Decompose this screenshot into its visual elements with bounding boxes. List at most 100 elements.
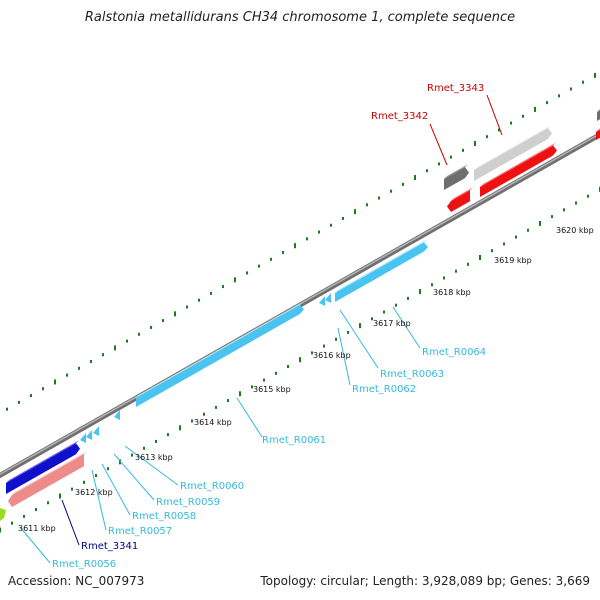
tick-dot-inner (323, 344, 325, 348)
gene-label-rmet-r0056[interactable]: Rmet_R0056 (52, 559, 116, 570)
feature-rmet-3342-grey[interactable] (444, 164, 469, 190)
tick-dot-inner (455, 269, 457, 273)
feature-edge-grey[interactable] (597, 104, 600, 121)
kbp-label-3611: 3611 kbp (18, 524, 56, 533)
feature-rmet-3343-grey-bevel (474, 124, 551, 170)
tick-dot-outer (462, 148, 464, 152)
tick-dot-inner (95, 474, 97, 478)
feature-green-edge[interactable] (0, 508, 6, 521)
tick-dot-inner (203, 412, 205, 416)
gene-label-rmet-r0058[interactable]: Rmet_R0058 (132, 511, 196, 522)
tick-dot-outer (246, 271, 248, 275)
tick-dot-inner (227, 399, 229, 403)
feature-rmet-r0061[interactable] (136, 301, 304, 407)
feature-rmet-3343-grey[interactable] (474, 124, 552, 181)
tick-dot-inner (527, 228, 529, 232)
tick-dot-inner (107, 467, 109, 471)
feature-rmet-3343-red[interactable] (480, 142, 557, 197)
kbp-label-3613: 3613 kbp (135, 453, 173, 462)
feature-rmet-3342-red-body (447, 190, 470, 212)
feature-edge-red[interactable] (596, 124, 600, 140)
tick-dot-inner (479, 255, 481, 261)
tick-dot-outer (342, 216, 344, 220)
feature-rmet-r0064[interactable] (335, 239, 428, 302)
tick-dot-inner (167, 433, 169, 437)
feature-rmet-r0056-band[interactable] (8, 451, 87, 507)
tick-dot-inner (491, 249, 493, 253)
gene-label-rmet-r0060[interactable]: Rmet_R0060 (180, 481, 244, 492)
feature-edge-grey-body (597, 110, 600, 121)
tick-dot-outer (150, 325, 152, 329)
tick-dot-inner (47, 501, 49, 505)
tick-dot-inner (251, 385, 253, 389)
feature-edge-red-body (596, 129, 600, 140)
feature-rmet-r0060[interactable] (114, 410, 120, 420)
tick-dot-inner (551, 215, 553, 219)
leader-rmet-3343 (486, 94, 503, 136)
tick-dot-outer (474, 141, 476, 147)
feature-rmet-r0059[interactable] (80, 433, 86, 443)
tick-dot-inner (371, 317, 373, 321)
tick-dot-inner (263, 378, 265, 382)
feature-rmet-3342-red-bevel (451, 187, 473, 201)
tick-dot-outer (18, 400, 20, 404)
tick-dot-inner (215, 405, 217, 409)
tick-dot-inner (515, 235, 517, 239)
tick-dot-outer (66, 373, 68, 377)
tick-dot-inner (71, 487, 73, 491)
feature-rmet-r0064-bevel (335, 239, 427, 293)
tick-dot-outer (594, 72, 596, 78)
tick-dot-inner (35, 508, 37, 512)
feature-rmet-r0064-body (335, 242, 428, 302)
tick-dot-inner (143, 446, 145, 450)
tick-dot-outer (234, 277, 236, 283)
kbp-label-3614: 3614 kbp (194, 418, 232, 427)
tick-dot-outer (282, 251, 284, 255)
feature-rmet-r0063[interactable] (319, 296, 325, 306)
tick-dot-inner (419, 289, 421, 295)
tick-dot-inner (239, 391, 241, 397)
tick-dot-inner (119, 459, 121, 465)
tick-dot-outer (402, 182, 404, 186)
feature-rmet-r0058[interactable] (86, 430, 92, 440)
feature-rmet-3342-grey-bevel (444, 164, 468, 179)
feature-rmet-r0061-bevel (136, 301, 303, 398)
feature-rmet-3342-red[interactable] (447, 187, 473, 212)
gene-label-rmet-r0057[interactable]: Rmet_R0057 (108, 526, 172, 537)
leader-rmet-r0062 (337, 327, 351, 386)
tick-dot-inner (587, 194, 589, 198)
feature-rmet-r0061-body (136, 304, 304, 407)
gene-label-rmet-r0059[interactable]: Rmet_R0059 (156, 497, 220, 508)
tick-dot-outer (198, 298, 200, 302)
feature-rmet-3343-red-bevel (480, 142, 556, 187)
tick-dot-inner (11, 521, 13, 525)
kbp-label-3612: 3612 kbp (75, 488, 113, 497)
tick-dot-inner (59, 493, 61, 499)
tick-dot-inner (131, 453, 133, 457)
feature-rmet-3343-red-body (480, 145, 557, 197)
tick-dot-outer (294, 243, 296, 249)
gene-label-rmet-3343[interactable]: Rmet_3343 (427, 83, 484, 94)
tick-dot-outer (126, 339, 128, 343)
tick-dot-inner (83, 480, 85, 484)
feature-rmet-3341[interactable] (6, 440, 80, 494)
kbp-label-3615: 3615 kbp (253, 385, 291, 394)
tick-dot-outer (54, 379, 56, 385)
gene-label-rmet-r0063[interactable]: Rmet_R0063 (380, 369, 444, 380)
kbp-label-3619: 3619 kbp (494, 256, 532, 265)
gene-label-rmet-r0061[interactable]: Rmet_R0061 (262, 435, 326, 446)
kbp-label-3618: 3618 kbp (433, 288, 471, 297)
feature-rmet-r0057[interactable] (93, 426, 99, 436)
feature-rmet-r0062[interactable] (325, 293, 331, 303)
gene-label-rmet-r0062[interactable]: Rmet_R0062 (352, 384, 416, 395)
gene-label-rmet-3341[interactable]: Rmet_3341 (81, 541, 138, 552)
tick-dot-outer (378, 196, 380, 200)
leader-rmet-r0056 (19, 526, 51, 564)
tick-dot-outer (426, 169, 428, 173)
tick-dot-inner (299, 357, 301, 363)
tick-dot-inner (563, 208, 565, 212)
gene-label-rmet-3342[interactable]: Rmet_3342 (371, 111, 428, 122)
tick-dot-outer (210, 291, 212, 295)
gene-label-rmet-r0064[interactable]: Rmet_R0064 (422, 347, 486, 358)
